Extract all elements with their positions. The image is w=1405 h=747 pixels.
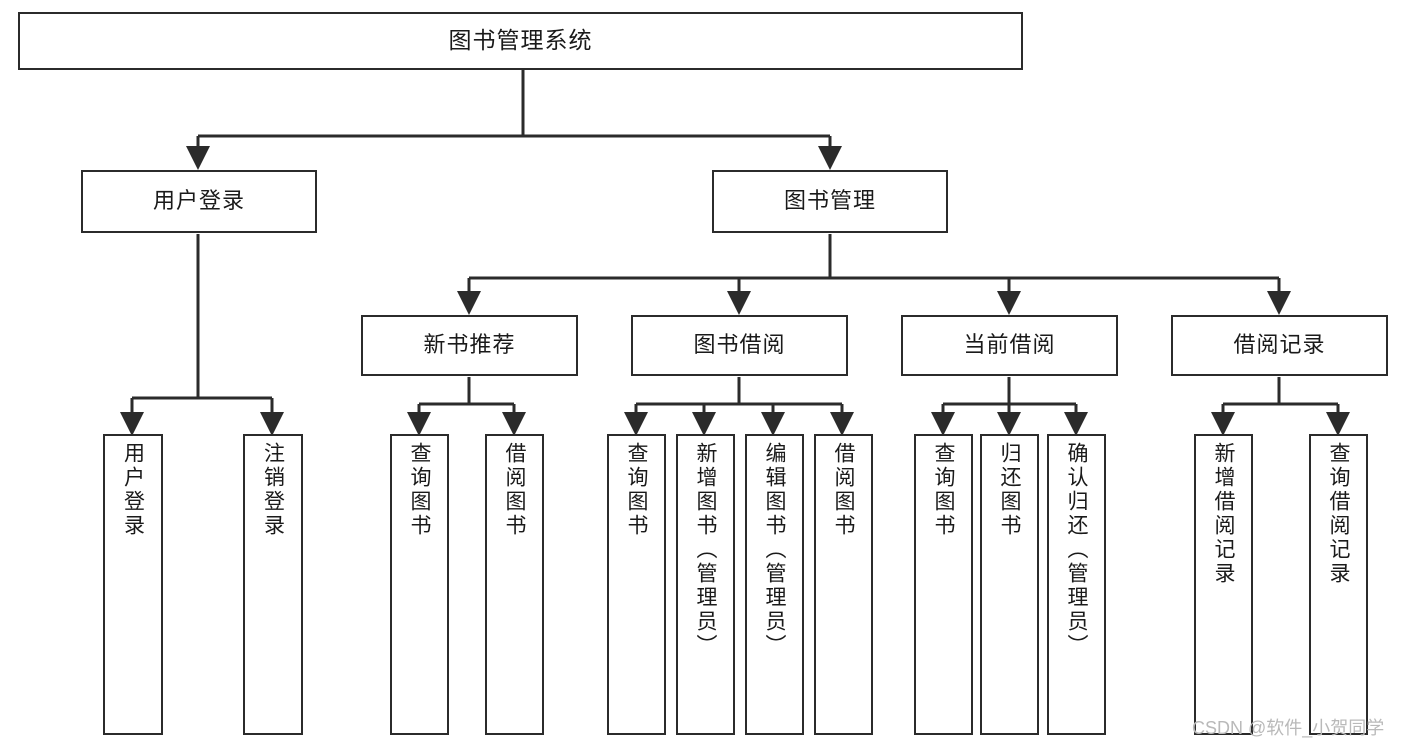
leaf-query-book-borrow[interactable]: 查询图书 — [607, 434, 666, 735]
node-book-manage[interactable]: 图书管理 — [712, 170, 948, 233]
node-new-book-rec[interactable]: 新书推荐 — [361, 315, 578, 376]
leaf-query-book-recommend[interactable]: 查询图书 — [390, 434, 449, 735]
leaf-logout-login[interactable]: 注销登录 — [243, 434, 303, 735]
node-book-borrow[interactable]: 图书借阅 — [631, 315, 848, 376]
node-label: 图书管理系统 — [448, 27, 593, 54]
leaf-query-borrow-record[interactable]: 查询借阅记录 — [1309, 434, 1368, 735]
node-current-borrow[interactable]: 当前借阅 — [901, 315, 1118, 376]
leaf-confirm-return[interactable]: 确认归还（管理员） — [1047, 434, 1106, 735]
node-borrow-record[interactable]: 借阅记录 — [1171, 315, 1388, 376]
node-label: 查询图书 — [932, 442, 956, 538]
node-user-login[interactable]: 用户登录 — [81, 170, 317, 233]
node-label: 查询借阅记录 — [1327, 442, 1351, 586]
node-label: 借阅图书 — [832, 442, 856, 538]
node-label: 编辑图书（管理员） — [763, 442, 787, 658]
leaf-user-login[interactable]: 用户登录 — [103, 434, 163, 735]
leaf-edit-book[interactable]: 编辑图书（管理员） — [745, 434, 804, 735]
node-label: 确认归还（管理员） — [1065, 442, 1089, 658]
node-label: 用户登录 — [152, 188, 245, 214]
node-label: 图书管理 — [783, 188, 876, 214]
leaf-borrow-book-recommend[interactable]: 借阅图书 — [485, 434, 544, 735]
node-label: 借阅记录 — [1233, 332, 1326, 358]
node-label: 新书推荐 — [423, 332, 516, 358]
node-label: 注销登录 — [261, 442, 285, 538]
node-label: 新增借阅记录 — [1212, 442, 1236, 586]
node-label: 新增图书（管理员） — [694, 442, 718, 658]
node-root-system[interactable]: 图书管理系统 — [18, 12, 1023, 70]
node-label: 用户登录 — [121, 442, 145, 538]
node-label: 归还图书 — [998, 442, 1022, 538]
node-label: 借阅图书 — [503, 442, 527, 538]
leaf-add-borrow-record[interactable]: 新增借阅记录 — [1194, 434, 1253, 735]
node-label: 图书借阅 — [693, 332, 786, 358]
node-label: 当前借阅 — [963, 332, 1056, 358]
leaf-borrow-book[interactable]: 借阅图书 — [814, 434, 873, 735]
leaf-query-book-current[interactable]: 查询图书 — [914, 434, 973, 735]
node-label: 查询图书 — [625, 442, 649, 538]
node-label: 查询图书 — [408, 442, 432, 538]
leaf-add-book[interactable]: 新增图书（管理员） — [676, 434, 735, 735]
leaf-return-book[interactable]: 归还图书 — [980, 434, 1039, 735]
